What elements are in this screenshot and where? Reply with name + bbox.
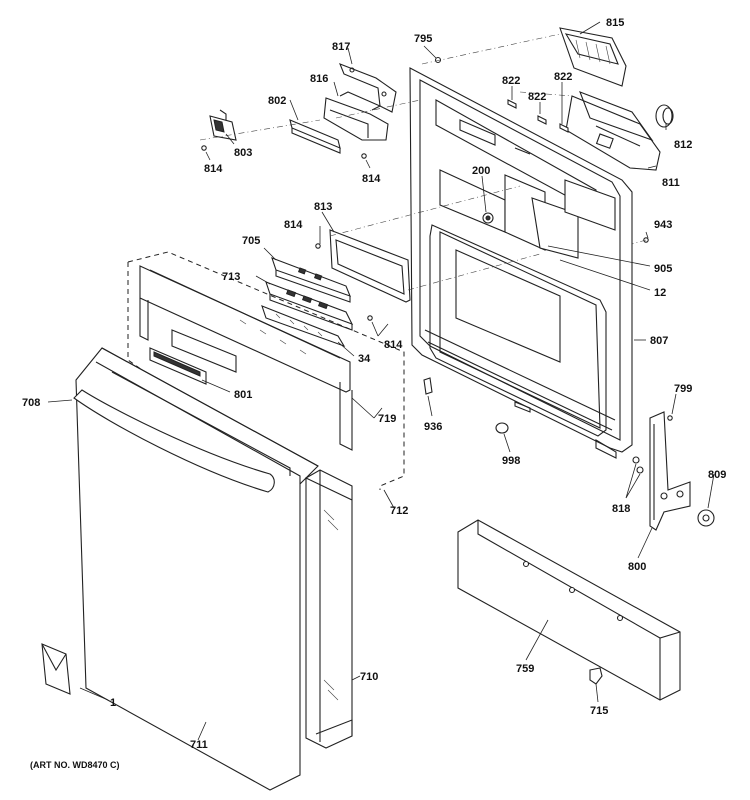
callout-34: 34: [358, 353, 371, 365]
bracket-813: [329, 229, 411, 303]
screw-799: [667, 415, 673, 421]
callout-795: 795: [414, 33, 432, 45]
callout-815: 815: [606, 17, 624, 29]
callout-711: 711: [190, 739, 208, 751]
callout-801: 801: [234, 389, 252, 401]
callout-814-b: 814: [362, 173, 381, 185]
strip-802: [289, 119, 341, 154]
callout-705: 705: [242, 235, 260, 247]
control-strip-801: [149, 329, 237, 385]
callout-800: 800: [628, 561, 646, 573]
callout-715: 715: [590, 705, 608, 717]
hinge-arm-800: [649, 411, 691, 531]
screw-822-b: [537, 115, 547, 125]
callout-811: 811: [662, 177, 680, 189]
callout-labels: 815 795 817 822 822 822 816 802 812 803 …: [22, 17, 726, 751]
callout-799: 799: [674, 383, 692, 395]
callout-943: 943: [654, 219, 672, 231]
clip-936: [423, 377, 433, 395]
inner-door-panel: [409, 67, 633, 459]
art-number: (ART NO. WD8470 C): [30, 760, 120, 770]
knob-809: [697, 509, 715, 527]
screw-715: [589, 667, 603, 685]
callout-998: 998: [502, 455, 520, 467]
callout-814-d: 814: [384, 339, 403, 351]
callout-813: 813: [314, 201, 332, 213]
side-trim-710: [305, 469, 353, 749]
callout-200: 200: [472, 165, 490, 177]
kick-plate-759: [457, 519, 681, 701]
outer-door-711: [75, 347, 319, 791]
lock-803: [209, 109, 237, 141]
callout-12: 12: [654, 287, 666, 299]
console-frame-719: [139, 265, 353, 451]
callout-816: 816: [310, 73, 328, 85]
callout-822-b: 822: [528, 91, 546, 103]
callout-719: 719: [378, 413, 396, 425]
screw-814-b: [361, 153, 367, 159]
vent-cover-815: [559, 27, 627, 87]
bracket-817: [339, 63, 397, 113]
bumper-998: [495, 422, 509, 434]
callout-817: 817: [332, 41, 350, 53]
callout-803: 803: [234, 147, 252, 159]
screw-814-c: [315, 243, 321, 249]
callout-936: 936: [424, 421, 442, 433]
callout-818: 818: [612, 503, 630, 515]
callout-822-c: 822: [554, 71, 572, 83]
callout-812: 812: [674, 139, 692, 151]
callout-822-a: 822: [502, 75, 520, 87]
control-board-705: [271, 257, 351, 303]
callout-710: 710: [360, 671, 378, 683]
leader-lines: [47, 21, 715, 741]
callout-905: 905: [654, 263, 672, 275]
callout-807: 807: [650, 335, 668, 347]
callout-814-a: 814: [204, 163, 223, 175]
alignment-lines: [199, 33, 647, 291]
callout-809: 809: [708, 469, 726, 481]
screw-814-a: [201, 145, 207, 151]
callout-802: 802: [268, 95, 286, 107]
keypad-713: [265, 281, 354, 331]
screw-822-a: [507, 99, 517, 109]
handle-708: [73, 389, 275, 493]
label-1: [41, 643, 71, 695]
callout-1: 1: [110, 697, 116, 709]
screw-814-d: [367, 315, 373, 321]
callout-814-c: 814: [284, 219, 303, 231]
callout-713: 713: [222, 271, 240, 283]
panel-34: [261, 305, 346, 348]
callout-759: 759: [516, 663, 534, 675]
screw-822-c: [559, 123, 569, 133]
switch-816: [323, 91, 389, 141]
screw-818: [632, 456, 644, 474]
knob-812: [655, 104, 674, 128]
callout-708: 708: [22, 397, 40, 409]
callout-712: 712: [390, 505, 408, 517]
